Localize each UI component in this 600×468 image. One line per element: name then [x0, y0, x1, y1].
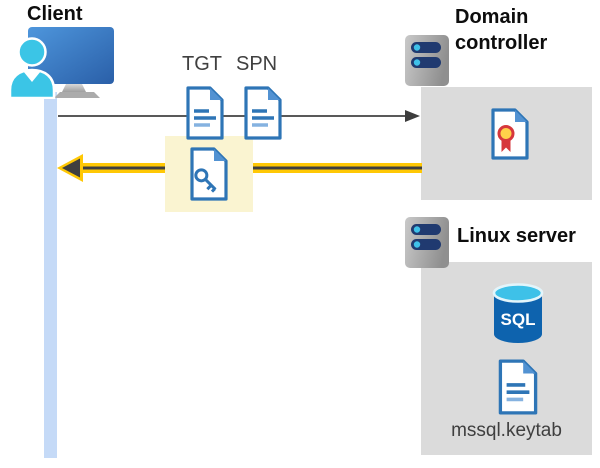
sql-badge-text: SQL: [501, 310, 536, 329]
keytab-filename-label: mssql.keytab: [451, 420, 562, 441]
linux-server-icon: [405, 217, 449, 268]
key-document-icon: [190, 147, 228, 201]
sql-database-icon: SQL: [492, 283, 544, 343]
linux-server-label: Linux server: [457, 225, 576, 247]
keytab-document-icon: [498, 359, 538, 415]
client-monitor-user-icon: [8, 27, 114, 99]
client-label: Client: [27, 3, 83, 25]
client-lifeline-bar: [44, 92, 57, 458]
tgt-label: TGT: [182, 53, 222, 75]
spn-label: SPN: [236, 53, 278, 75]
domain-controller-server-icon: [405, 35, 449, 86]
spn-document-icon: [244, 86, 282, 140]
tgt-document-icon: [186, 86, 224, 140]
certificate-icon: [491, 108, 529, 160]
domain-controller-label: Domain controller: [455, 6, 548, 54]
request-arrow: [58, 110, 420, 122]
